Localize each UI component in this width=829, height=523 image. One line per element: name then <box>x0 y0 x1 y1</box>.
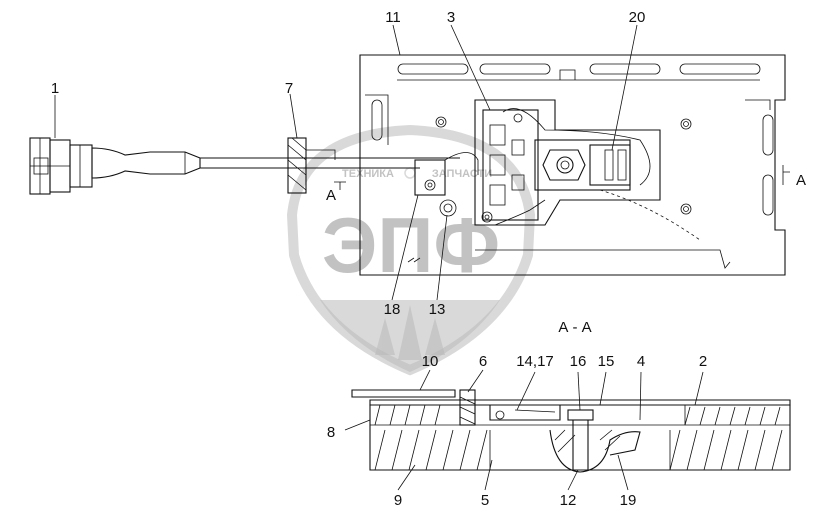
callout-4: 4 <box>637 353 645 370</box>
leader-lines <box>54 24 704 491</box>
callout-19: 19 <box>620 492 637 509</box>
callout-6: 6 <box>479 353 487 370</box>
mounting-plate <box>359 54 786 276</box>
callout-7: 7 <box>285 80 293 97</box>
callout-9: 9 <box>394 492 402 509</box>
section-marker-right: А <box>796 172 806 189</box>
section-title: А - А <box>558 319 591 336</box>
terminal-block <box>474 99 661 226</box>
watermark-logo: ЭПФ ТЕХНИКА ЗАПЧАСТИ <box>286 124 536 376</box>
callout-3: 3 <box>447 9 455 26</box>
callout-20: 20 <box>629 9 646 26</box>
section-marker-left: А <box>326 187 336 204</box>
watermark-letters: ЭПФ <box>322 201 500 289</box>
callout-18: 18 <box>384 301 401 318</box>
watermark-brand: ТЕХНИКА <box>342 168 394 180</box>
callout-labels: 1 7 11 3 20 18 13 10 6 14,17 16 15 4 2 8… <box>51 9 707 509</box>
callout-2: 2 <box>699 353 707 370</box>
callout-16: 16 <box>570 353 587 370</box>
watermark-brand-2: ЗАПЧАСТИ <box>432 168 492 180</box>
callout-8: 8 <box>327 424 335 441</box>
section-view <box>351 389 791 473</box>
callout-14-17: 14,17 <box>516 353 554 370</box>
callout-11: 11 <box>385 9 401 26</box>
callout-1: 1 <box>51 80 59 97</box>
callout-13: 13 <box>429 301 446 318</box>
cable-assembly: А А <box>29 137 806 263</box>
callout-10: 10 <box>422 353 439 370</box>
callout-5: 5 <box>481 492 489 509</box>
callout-12: 12 <box>560 492 577 509</box>
callout-15: 15 <box>598 353 615 370</box>
